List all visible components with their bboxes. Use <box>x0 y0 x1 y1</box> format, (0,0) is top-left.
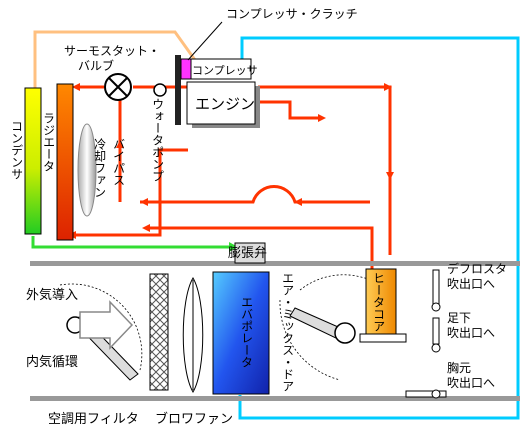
outside-air-label: 外気導入 <box>26 288 79 303</box>
air-mix-door-label: エア・ミックス・ドア <box>280 272 295 392</box>
water-pump-label: ウォータポンプ <box>150 98 165 182</box>
intake-door-arc <box>59 283 143 371</box>
compressor-clutch-box <box>180 58 192 80</box>
filter-shape <box>149 273 169 391</box>
duct-top-wall <box>30 261 520 266</box>
ac-filter-label: 空調用フィルタ <box>48 412 139 427</box>
liquid-line <box>31 236 229 249</box>
heater-core-shape <box>365 268 397 335</box>
cooling-fan-shape <box>77 123 97 217</box>
heater-core-label: ヒータコア <box>371 272 386 332</box>
foot-outlet-label-1: 足下 <box>447 311 472 325</box>
thermostat-valve-label-1: サーモスタット・ <box>64 44 161 58</box>
outlet-doors <box>405 269 447 399</box>
air-mix-arc <box>299 274 381 291</box>
thermostat-valve-label-2: バルブ <box>78 59 115 73</box>
intake-arrow <box>79 300 134 350</box>
water-pump-symbol <box>153 83 167 97</box>
expansion-valve-label: 膨張弁 <box>228 246 268 261</box>
foot-outlet-label-2: 吹出口へ <box>447 326 496 340</box>
recirculation-label: 内気循環 <box>26 355 79 370</box>
chest-outlet-label-2: 吹出口へ <box>447 376 496 390</box>
clutch-pointer <box>187 21 223 61</box>
condenser-label: コンデンサ <box>9 120 24 180</box>
belt <box>175 55 181 125</box>
condenser-core <box>24 87 42 235</box>
thermo-sense-line <box>33 30 197 88</box>
engine-box <box>186 81 256 125</box>
radiator-label: ラジエータ <box>41 112 56 172</box>
heater-base <box>359 333 407 343</box>
compressor-clutch-label: コンプレッサ・クラッチ <box>226 7 358 21</box>
evaporator-core <box>212 271 270 395</box>
air-mix-arc2 <box>279 299 341 381</box>
thermostat-valve-symbol <box>104 73 132 101</box>
engine-label: エンジン <box>195 95 256 113</box>
blower-fan-label: ブロワファン <box>155 412 234 427</box>
suction-line <box>238 36 520 420</box>
compressor-box <box>190 58 252 80</box>
compressor-label: コンプレッサ <box>192 64 258 77</box>
evaporator-label: エバポレータ <box>239 296 254 368</box>
bypass-label: バイパス <box>111 138 126 186</box>
chest-outlet-label-1: 胸元 <box>447 361 472 375</box>
defroster-outlet-label-2: 吹出口へ <box>447 277 496 291</box>
duct-bottom-wall <box>30 396 520 401</box>
cooling-fan-label: 冷却ファン <box>92 138 107 198</box>
expansion-valve-box <box>234 242 266 264</box>
radiator-core <box>56 83 74 241</box>
defroster-outlet-label-1: デフロスタ <box>447 262 508 276</box>
